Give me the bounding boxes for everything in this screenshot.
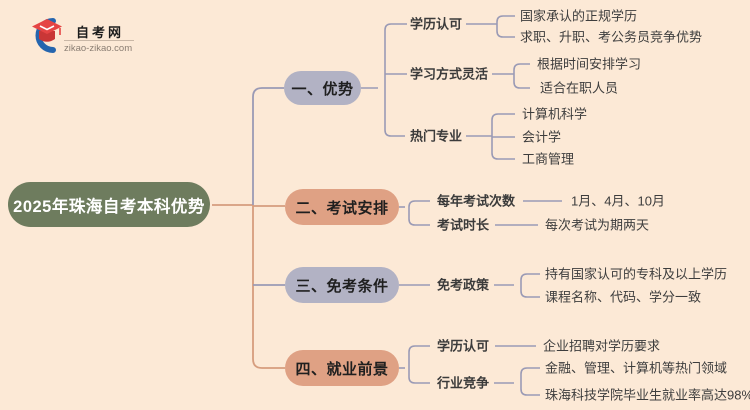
leaf-label: 会计学 — [522, 129, 562, 145]
leaf-label: 金融、管理、计算机等热门领域 — [545, 360, 728, 376]
connector-b1c2-bracket — [513, 63, 530, 89]
child-label: 行业竞争 — [437, 375, 490, 391]
branch-node-employment: 四、就业前景 — [285, 350, 399, 386]
leaf-label: 适合在职人员 — [540, 80, 619, 96]
child-label: 免考政策 — [437, 277, 490, 293]
logo-divider — [64, 40, 134, 41]
leaf-label: 计算机科学 — [522, 106, 588, 122]
leaf-label: 根据时间安排学习 — [537, 56, 642, 72]
leaf-label: 每次考试为期两天 — [545, 217, 650, 233]
connector-branch1-bracket — [384, 23, 407, 137]
connector-b1c1-bracket — [496, 15, 515, 38]
child-label: 每年考试次数 — [437, 193, 516, 209]
connector-trunk-branch1 — [252, 87, 284, 205]
leaf-label: 珠海科技学院毕业生就业率高达98% — [545, 387, 750, 403]
root-node-title: 2025年珠海自考本科优势 — [8, 182, 210, 227]
logo-name: 自考网 — [76, 25, 125, 40]
child-label: 学历认可 — [437, 338, 490, 354]
branch-node-advantages: 一、优势 — [284, 71, 361, 105]
child-label: 热门专业 — [410, 128, 463, 144]
leaf-label: 1月、4月、10月 — [571, 193, 665, 209]
branch-node-exam-schedule: 二、考试安排 — [285, 189, 399, 225]
connector-branch4-bracket — [408, 345, 430, 384]
leaf-label: 持有国家认可的专科及以上学历 — [545, 266, 728, 282]
child-label: 考试时长 — [437, 217, 490, 233]
graduation-cap-icon — [32, 18, 62, 53]
child-label: 学习方式灵活 — [410, 66, 489, 82]
child-label: 学历认可 — [410, 16, 463, 32]
logo-domain: zikao-zikao.com — [64, 43, 133, 54]
connector-branch2-bracket — [408, 200, 430, 226]
connector-b4c2-bracket — [520, 367, 540, 396]
leaf-label: 求职、升职、考公务员竞争优势 — [520, 29, 703, 45]
connector-b3c1-bracket — [520, 273, 540, 298]
leaf-label: 课程名称、代码、学分一致 — [545, 289, 702, 305]
connector-trunk-branch4 — [252, 205, 285, 369]
site-logo: 自考网 zikao-zikao.com — [26, 14, 146, 56]
leaf-label: 国家承认的正规学历 — [520, 8, 638, 24]
leaf-label: 工商管理 — [522, 151, 575, 167]
leaf-label: 企业招聘对学历要求 — [543, 338, 661, 354]
branch-node-exemption: 三、免考条件 — [285, 267, 399, 303]
